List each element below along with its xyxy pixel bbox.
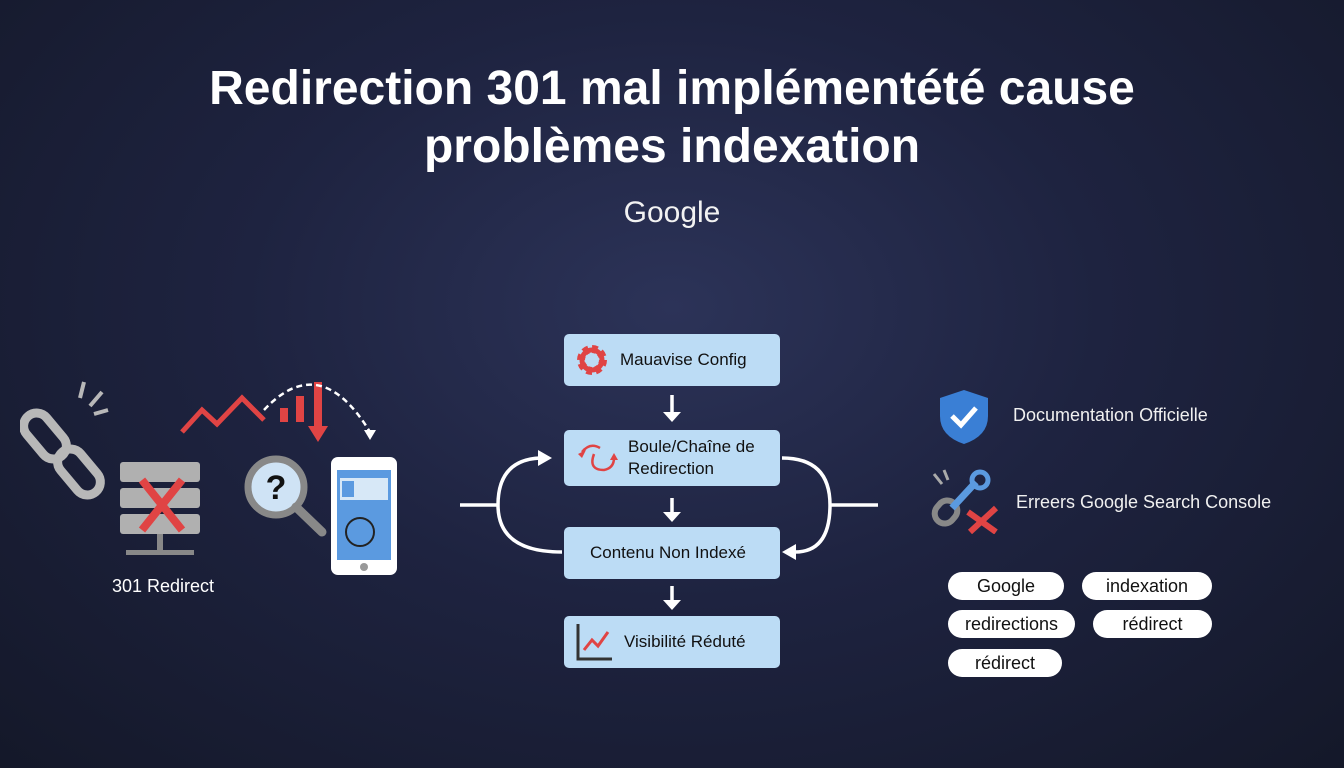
shield-check-icon	[940, 390, 988, 444]
gear-icon	[577, 345, 607, 375]
step-label: Mauavise Config	[620, 350, 747, 369]
search-console-errors-label: Erreers Google Search Console	[1016, 492, 1272, 512]
zigzag-line-icon	[180, 394, 266, 434]
documentation-label: Documentation Officielle	[1013, 405, 1208, 425]
left-illustration: ?	[20, 381, 397, 575]
step-label: Contenu Non Indexé	[590, 543, 746, 562]
refresh-icon	[578, 444, 618, 472]
declining-bars-icon	[280, 382, 328, 442]
broken-link-wrench-icon	[931, 469, 999, 534]
flow-step-misconfig: Mauavise Config	[564, 334, 780, 386]
tag-redirect-2: rédirect	[948, 649, 1062, 677]
flow-connectors	[460, 395, 878, 610]
phone-icon	[331, 457, 397, 575]
tag-indexation: indexation	[1082, 572, 1212, 600]
tag-redirect: rédirect	[1093, 610, 1212, 638]
flow-step-reduced-visibility: Visibilité Réduté	[564, 616, 780, 668]
svg-text:?: ?	[266, 469, 287, 507]
step-label: Visibilité Réduté	[624, 632, 746, 651]
tag-google: Google	[948, 572, 1064, 600]
broken-chain-icon	[20, 381, 109, 500]
magnifier-question-icon: ?	[244, 455, 327, 537]
tag-redirections: redirections	[948, 610, 1075, 638]
flow-step-not-indexed: Contenu Non Indexé	[564, 527, 780, 579]
trend-chart-icon	[576, 624, 612, 661]
subtitle: Google	[623, 196, 721, 229]
left-caption: 301 Redirect	[112, 576, 215, 596]
server-error-icon	[120, 462, 200, 555]
dashed-arrow-icon	[263, 383, 372, 433]
